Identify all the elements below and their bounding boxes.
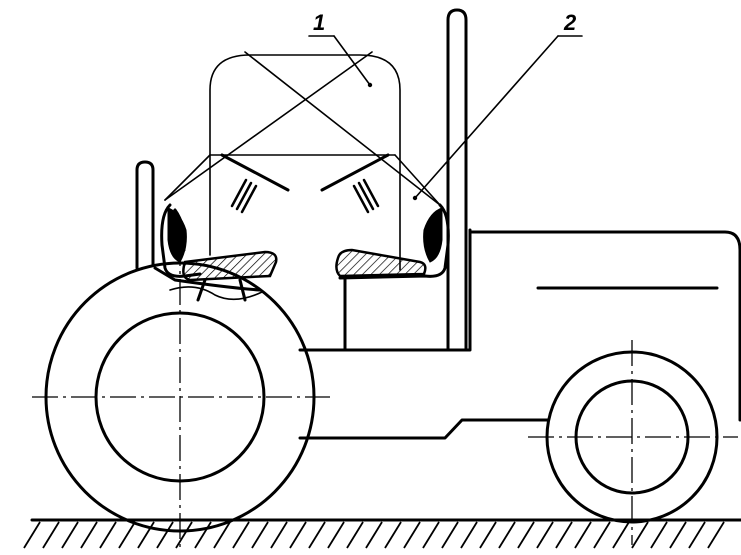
ground-hatch-stroke	[593, 521, 611, 549]
ground-hatch-stroke	[270, 521, 288, 549]
callout-1-label: 1	[313, 10, 325, 35]
ground-hatch-stroke	[612, 521, 630, 549]
ground	[23, 518, 741, 549]
ground-hatch-stroke	[156, 521, 174, 549]
ground-hatch-stroke	[365, 521, 383, 549]
ground-hatch-stroke	[232, 521, 250, 549]
ground-hatch-stroke	[422, 521, 440, 549]
ground-hatch-stroke	[213, 521, 231, 549]
front-wheel	[528, 340, 738, 545]
break-line	[169, 286, 263, 301]
ground-hatch-stroke	[137, 521, 155, 549]
ground-hatch-stroke	[175, 521, 193, 549]
ground-hatch-stroke	[517, 521, 535, 549]
ground-hatch-stroke	[403, 521, 421, 549]
ground-hatch-stroke	[327, 521, 345, 549]
ground-hatch-stroke	[61, 521, 79, 549]
seat-envelope	[209, 54, 401, 271]
ground-hatch-stroke	[42, 521, 60, 549]
seat-left	[160, 203, 278, 302]
ground-hatch-stroke	[99, 521, 117, 549]
ground-hatch-stroke	[289, 521, 307, 549]
ground-hatch-stroke	[80, 521, 98, 549]
rear-wheel	[32, 240, 330, 548]
ground-hatch-stroke	[251, 521, 269, 549]
ground-hatch-stroke	[650, 521, 668, 549]
ground-hatch-stroke	[574, 521, 592, 549]
ground-hatch-stroke	[536, 521, 554, 549]
ground-hatch-stroke	[308, 521, 326, 549]
callout-2: 2	[412, 10, 583, 201]
callout-1: 1	[308, 10, 373, 88]
ground-hatch-stroke	[23, 521, 41, 549]
reach-lines	[164, 51, 441, 214]
ground-hatch-stroke	[707, 521, 725, 549]
ground-hatch-stroke	[555, 521, 573, 549]
ground-hatch-stroke	[384, 521, 402, 549]
callout-2-label: 2	[563, 10, 577, 35]
ground-hatch-stroke	[118, 521, 136, 549]
seat-right	[335, 203, 450, 352]
ground-hatch-stroke	[631, 521, 649, 549]
ground-hatch-stroke	[669, 521, 687, 549]
ground-hatch-stroke	[194, 521, 212, 549]
ground-hatch-stroke	[479, 521, 497, 549]
ground-hatch-stroke	[498, 521, 516, 549]
ground-hatch-stroke	[688, 521, 706, 549]
ground-hatch-stroke	[441, 521, 459, 549]
tractor-body	[135, 8, 741, 440]
ground-hatch-stroke	[460, 521, 478, 549]
ground-hatch-stroke	[346, 521, 364, 549]
